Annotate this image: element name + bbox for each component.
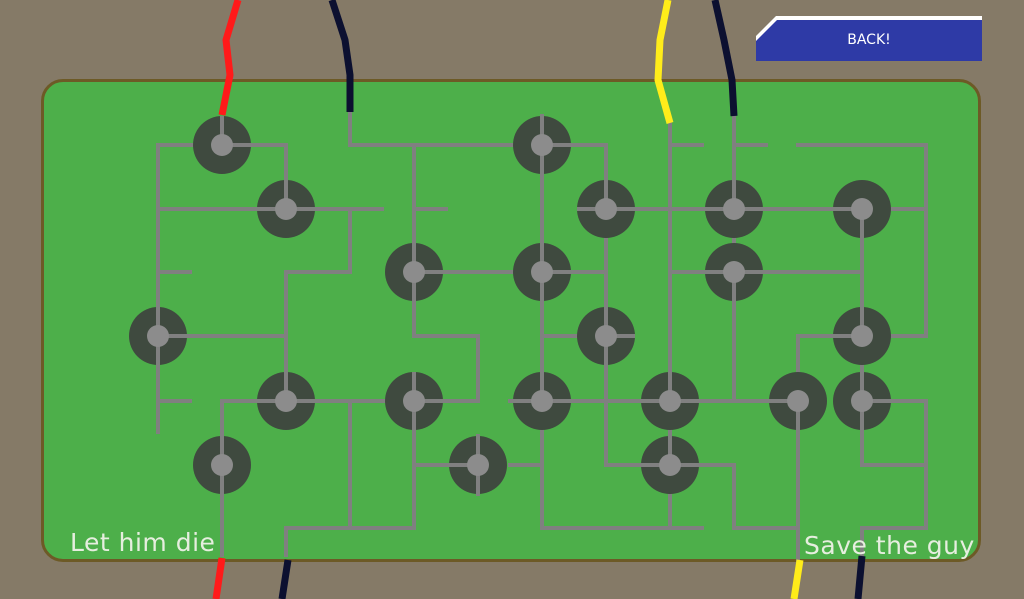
node-hub [723,261,745,283]
node-hub [403,390,425,412]
node-hub [851,390,873,412]
save-the-guy-option[interactable]: Save the guy [804,531,975,560]
back-button[interactable]: BACK! [756,16,982,61]
node-hub [531,261,553,283]
yellow-wire-output [790,559,804,599]
circuit-trace [668,399,800,530]
node-hub [211,454,233,476]
black-wire-output-left [278,559,292,599]
let-him-die-option[interactable]: Let him die [70,528,216,557]
node-hub [851,198,873,220]
node-hub [787,390,809,412]
node-hub [595,325,617,347]
node-hub [659,390,681,412]
node-hub [531,390,553,412]
node-hub [851,325,873,347]
red-wire-output [212,557,226,599]
node-hub [147,325,169,347]
circuit-trace [156,143,224,434]
node-hub [275,198,297,220]
node-hub [659,454,681,476]
node-hub [723,198,745,220]
black-wire-input-right [711,0,738,117]
node-hub [211,134,233,156]
circuit-trace [284,207,352,403]
back-button-label: BACK! [847,32,891,48]
node-hub [531,134,553,156]
black-wire-output-right [854,555,866,599]
circuit-trace [348,110,608,211]
button-shape-icon [756,16,982,61]
node-hub [467,454,489,476]
node-hub [403,261,425,283]
circuit-trace [796,143,928,338]
yellow-wire-input [654,0,674,124]
circuit-trace [860,399,928,562]
node-hub [595,198,617,220]
node-hub [275,390,297,412]
red-wire-input [218,0,242,116]
black-wire-input-left [328,0,354,112]
